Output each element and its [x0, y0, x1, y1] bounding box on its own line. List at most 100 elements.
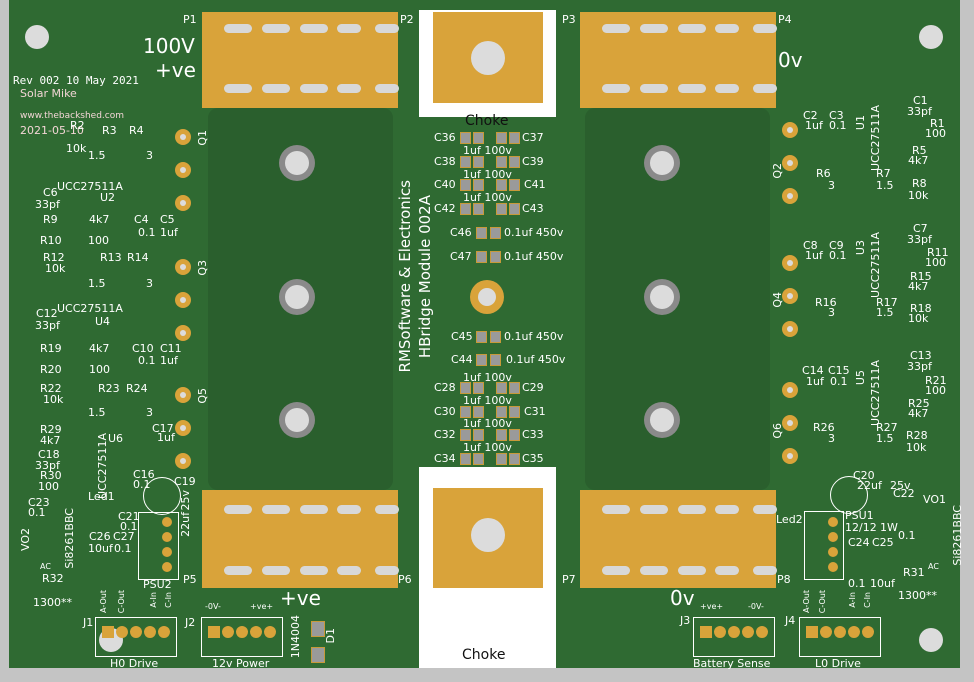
silkscreen-label: RMSoftware & Electronics	[396, 180, 414, 373]
silkscreen-label: 1.5	[876, 432, 894, 445]
silkscreen-label: 25v	[890, 479, 911, 492]
smd-pad	[496, 406, 507, 418]
connector-pin	[742, 626, 754, 638]
silkscreen-label: R12	[43, 251, 65, 264]
silkscreen-label: Choke	[465, 113, 509, 129]
pin-hole	[787, 293, 793, 299]
silkscreen-label: C19	[174, 475, 196, 488]
pin-hole	[787, 193, 793, 199]
slot	[337, 566, 361, 575]
pin-hole	[787, 420, 793, 426]
silkscreen-label: 100	[925, 127, 946, 140]
silkscreen-label: C29	[522, 381, 544, 394]
slot	[753, 24, 777, 33]
silkscreen-label: 10k	[908, 189, 929, 202]
silkscreen-label: R3	[102, 124, 117, 137]
silkscreen-label: 0.1uf 450v	[506, 353, 566, 366]
psu1-footprint	[804, 511, 844, 580]
silkscreen-label: Q2	[771, 163, 784, 179]
silkscreen-label: J4	[785, 614, 796, 627]
silkscreen-label: 0.1	[120, 520, 138, 533]
silkscreen-label: 0.1	[133, 478, 151, 491]
silkscreen-label: C5	[160, 213, 175, 226]
silkscreen-label: 4k7	[40, 434, 61, 447]
silkscreen-label: C28	[434, 381, 456, 394]
silkscreen-label: C8	[803, 239, 818, 252]
smd-pad	[476, 331, 487, 343]
silkscreen-label: R11	[927, 246, 949, 259]
silkscreen-label: R17	[876, 296, 898, 309]
silkscreen-label: C30	[434, 405, 456, 418]
silkscreen-label: VO2	[19, 528, 32, 551]
connector-pin	[806, 626, 818, 638]
choke-hole	[471, 41, 505, 75]
silkscreen-label: A-In	[149, 592, 158, 608]
connector-pin	[862, 626, 874, 638]
silkscreen-label: VO1	[923, 493, 946, 506]
smd-pad	[509, 132, 520, 144]
connector-pin	[714, 626, 726, 638]
silkscreen-label: 0.1	[28, 506, 46, 519]
slot	[224, 505, 252, 514]
silkscreen-label: 33pf	[35, 459, 60, 472]
slot	[640, 24, 668, 33]
slot	[375, 24, 399, 33]
silkscreen-label: C46	[450, 226, 472, 239]
electrolytic-cap-c19	[143, 477, 181, 515]
silkscreen-label: C32	[434, 428, 456, 441]
silkscreen-label: 10k	[43, 393, 64, 406]
silkscreen-label: C-In	[863, 592, 872, 608]
silkscreen-label: C43	[522, 202, 544, 215]
silkscreen-label: 1uf	[806, 375, 824, 388]
mounting-hole	[919, 628, 943, 652]
smd-pad	[473, 179, 484, 191]
silkscreen-label: R8	[912, 177, 927, 190]
silkscreen-label: R25	[908, 397, 930, 410]
connector-pin	[130, 626, 142, 638]
silkscreen-label: +ve	[280, 586, 321, 610]
mounting-hole	[285, 285, 309, 309]
slot	[337, 84, 361, 93]
silkscreen-label: C36	[434, 131, 456, 144]
silkscreen-label: 1W	[880, 521, 898, 534]
silkscreen-label: 1uf 100v	[463, 441, 512, 454]
silkscreen-label: L0 Drive	[815, 657, 861, 670]
silkscreen-label: R29	[40, 423, 62, 436]
silkscreen-label: 1uf 100v	[463, 191, 512, 204]
slot	[300, 505, 328, 514]
silkscreen-label: 4k7	[908, 154, 929, 167]
silkscreen-label: C31	[524, 405, 546, 418]
silkscreen-label: R18	[910, 302, 932, 315]
smd-pad	[490, 331, 501, 343]
silkscreen-label: C34	[434, 452, 456, 465]
silkscreen-label: 3	[146, 277, 153, 290]
silkscreen-label: Choke	[462, 647, 506, 663]
silkscreen-label: PSU2	[143, 578, 172, 591]
silkscreen-label: 1300**	[898, 589, 937, 602]
silkscreen-label: 1uf	[805, 249, 823, 262]
connector-j3	[693, 617, 775, 657]
slot	[753, 505, 777, 514]
smd-pad	[509, 382, 520, 394]
silkscreen-label: C35	[522, 452, 544, 465]
silkscreen-label: C45	[451, 330, 473, 343]
silkscreen-label: 1.5	[876, 179, 894, 192]
silkscreen-label: UCC27511A	[869, 360, 882, 426]
slot	[337, 24, 361, 33]
silkscreen-label: P8	[777, 573, 791, 586]
mounting-hole	[285, 151, 309, 175]
slot	[678, 24, 706, 33]
silkscreen-label: AC	[928, 562, 939, 571]
smd-pad	[509, 453, 520, 465]
pin-hole	[180, 264, 186, 270]
silkscreen-label: 0v	[670, 586, 695, 610]
silkscreen-label: Q3	[196, 260, 209, 276]
mounting-hole	[650, 285, 674, 309]
silkscreen-label: 100	[925, 256, 946, 269]
smd-pad	[496, 132, 507, 144]
smd-pad	[460, 156, 471, 168]
silkscreen-label: 0.1	[138, 354, 156, 367]
psu-pin	[162, 562, 172, 572]
pin-hole	[180, 330, 186, 336]
silkscreen-label: UCC27511A	[869, 105, 882, 171]
